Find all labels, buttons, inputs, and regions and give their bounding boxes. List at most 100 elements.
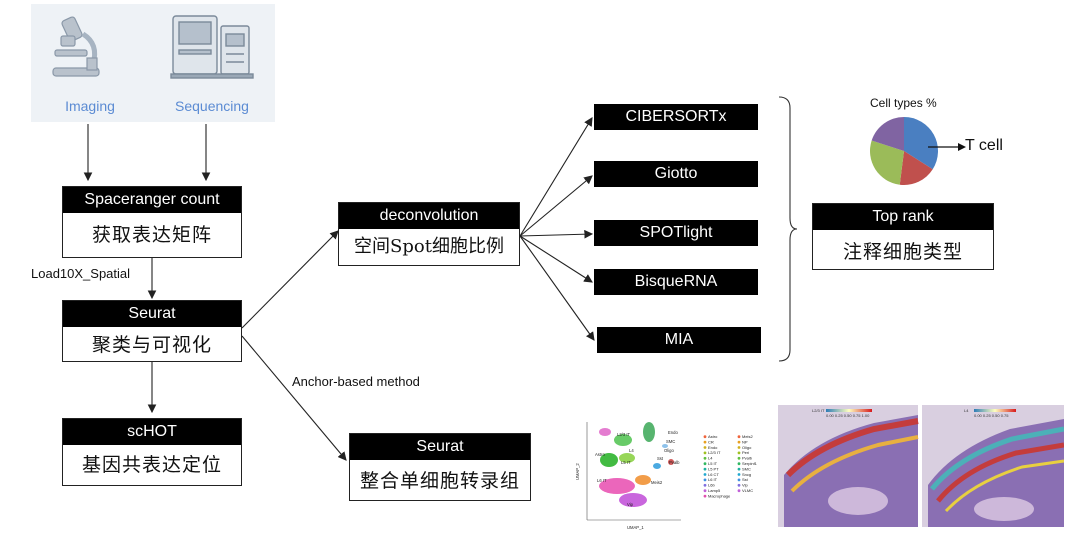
pie-callout-label: T cell [965, 137, 1003, 154]
spaceranger-subtitle: 获取表达矩阵 [91, 224, 212, 246]
umap-legend-label: L4 [708, 456, 713, 461]
seurat-title: Seurat [63, 301, 241, 327]
sequencing-panel: Sequencing [149, 4, 275, 122]
pie-title: Cell types % [870, 96, 937, 110]
pie-callout-arrow [928, 143, 966, 151]
umap-legend-label: VLMC [742, 488, 753, 493]
spaceranger-title: Spaceranger count [63, 187, 241, 213]
umap-legend-swatch [737, 483, 741, 487]
cell-type-pie [870, 117, 938, 185]
tissue-left-title: L2/3 IT [812, 408, 825, 413]
umap-legend-label: Oligo [742, 445, 752, 450]
umap-legend-label: Endo [708, 445, 718, 450]
umap-legend-label: Sst [742, 477, 749, 482]
umap-cluster-label: Pvalb [669, 460, 680, 465]
umap-legend-label: NP [742, 439, 748, 444]
umap-legend-swatch [703, 456, 707, 460]
umap-legend-swatch [703, 489, 707, 493]
umap-legend-label: L6b [708, 483, 715, 488]
umap-legend-swatch [703, 467, 707, 471]
umap-legend-swatch [737, 473, 741, 476]
umap-legend-label: L6 CT [708, 472, 719, 477]
arrow-to-spotlight [519, 229, 594, 239]
spatial-tissue-panels: L2/3 IT 0.00 0.25 0.50 0.75 1.00 L4 0.00… [778, 405, 1065, 527]
pie-slice-purple [871, 117, 904, 151]
method-spotlight: SPOTlight [594, 220, 758, 246]
umap-legend-swatch [703, 478, 707, 482]
seurat-node: Seurat 聚类与可视化 [62, 300, 242, 362]
top-rank-subtitle: 注释细胞类型 [842, 241, 963, 263]
seurat-subtitle: 聚类与可视化 [91, 334, 212, 356]
arrow-to-bisquerna [519, 235, 593, 283]
umap-plot: L2/3 IT Endo SMC Oligo Astro L5 IT Meis2… [571, 414, 771, 534]
umap-legend-swatch [737, 456, 741, 460]
sequencing-label: Sequencing [175, 98, 249, 114]
seurat-integrate-node: Seurat 整合单细胞转录组 [349, 433, 531, 501]
umap-legend-label: Pvalb [742, 456, 753, 461]
method-giotto: Giotto [594, 161, 758, 187]
umap-legend-swatch [737, 478, 741, 482]
umap-cluster-label: Oligo [664, 448, 674, 453]
imaging-panel: Imaging [31, 4, 149, 122]
seurat-integrate-title: Seurat [350, 434, 530, 460]
top-rank-title: Top rank [813, 204, 993, 230]
method-mia: MIA [597, 327, 761, 353]
umap-legend-swatch [737, 440, 741, 444]
pie-slice-green [870, 140, 904, 185]
deconvolution-subtitle: 空间Spot细胞比例 [354, 236, 504, 257]
umap-legend-label: L5 PT [708, 466, 719, 471]
umap-legend-swatch [737, 462, 741, 466]
deconvolution-node: deconvolution 空间Spot细胞比例 [338, 202, 520, 266]
umap-legend-label: Serpinf1 [742, 461, 758, 466]
umap-legend-swatch [737, 451, 741, 455]
imaging-label: Imaging [65, 98, 115, 114]
method-cibersortx: CIBERSORTx [594, 104, 758, 130]
schot-title: scHOT [63, 419, 241, 445]
umap-ylabel: UMAP_2 [575, 463, 580, 480]
umap-legend-swatch [737, 435, 741, 439]
arrow-to-cibersortx [519, 117, 593, 237]
tissue-right-scale: 0.00 0.25 0.50 0.75 [974, 413, 1009, 418]
spaceranger-node: Spaceranger count 获取表达矩阵 [62, 186, 242, 258]
arrow-to-giotto [519, 175, 593, 237]
arrow-seurat-deconvolution [241, 230, 339, 329]
umap-legend-label: Meis2 [742, 434, 753, 439]
umap-legend-swatch [703, 440, 707, 444]
umap-xlabel: UMAP_1 [627, 525, 644, 530]
umap-legend-swatch [737, 467, 741, 471]
top-rank-node: Top rank 注释细胞类型 [812, 203, 994, 270]
microscope-icon [52, 16, 100, 77]
umap-legend-swatch [703, 473, 707, 476]
pie-slice-red [899, 151, 933, 185]
umap-cluster-label: SMC [666, 439, 675, 444]
load-edge-label: Load10X_Spatial [31, 266, 131, 281]
schot-node: scHOT 基因共表达定位 [62, 418, 242, 486]
umap-legend-swatch [703, 446, 707, 449]
umap-cluster-label: L6 IT [597, 478, 607, 483]
umap-legend-label: CR [708, 439, 714, 444]
umap-legend-label: Vip [742, 483, 748, 488]
arrow-seurat-integrate [241, 335, 347, 461]
umap-legend-label: Macrophage [708, 493, 731, 498]
umap-cluster-label: L5 IT [621, 460, 631, 465]
deconvolution-title: deconvolution [339, 203, 519, 229]
umap-legend-swatch [737, 446, 741, 449]
umap-cluster-label: L4 [629, 448, 634, 453]
umap-cluster-label: Astro [595, 452, 605, 457]
umap-legend-swatch [737, 489, 741, 493]
anchor-edge-label: Anchor-based method [292, 374, 420, 389]
grouping-bracket [778, 96, 798, 362]
method-bisquerna: BisqueRNA [594, 269, 758, 295]
umap-legend-label: Astro [708, 434, 718, 439]
umap-cluster-label: Sst [657, 456, 664, 461]
umap-cluster-label: Vip [627, 502, 634, 507]
umap-legend-swatch [703, 483, 707, 487]
seurat-integrate-subtitle: 整合单细胞转录组 [359, 470, 520, 492]
umap-legend-swatch [703, 435, 707, 439]
umap-legend-label: Peri [742, 450, 749, 455]
arrow-to-mia [519, 235, 595, 341]
umap-cluster-label: Meis2 [651, 480, 663, 485]
umap-legend-label: SMC [742, 466, 751, 471]
umap-cluster-label: L2/3 IT [617, 432, 630, 437]
umap-legend-label: Sncg [742, 472, 751, 477]
